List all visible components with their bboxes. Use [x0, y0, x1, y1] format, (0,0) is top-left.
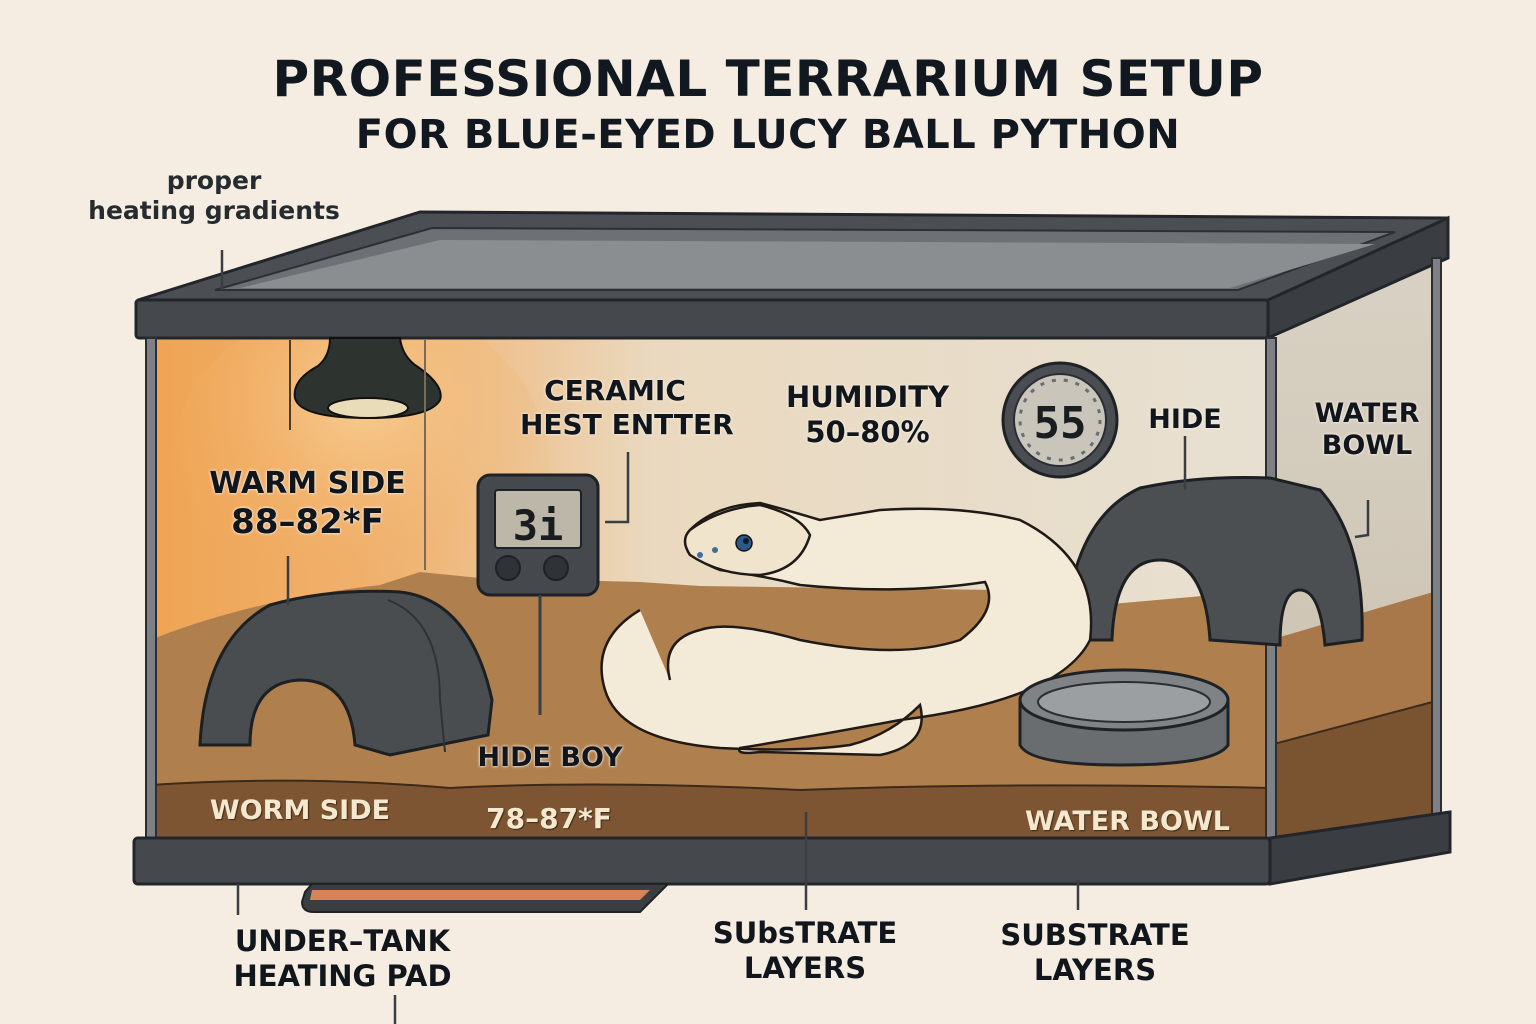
label-water-bowl-bottom: WATER BOWL: [1025, 806, 1230, 837]
heat-lamp-icon: [289, 337, 442, 570]
label-ceramic-heat-emitter: CERAMIC HEST ENTTER: [520, 374, 734, 441]
label-line: HEATING PAD: [233, 958, 452, 993]
tank-lid: [134, 210, 1450, 341]
label-line: 88–82*F: [231, 502, 384, 542]
label-worm-side: WORM SIDE: [209, 795, 391, 826]
label-cool-temp: 78–87*F: [486, 802, 612, 835]
label-under-tank-heating-pad: UNDER–TANK HEATING PAD: [225, 924, 460, 994]
water-bowl-icon: [1018, 668, 1230, 767]
label-substrate-center: SUbsTRATE LAYERS: [710, 916, 900, 986]
label-line: HUMIDITY: [785, 380, 950, 414]
label-warm-side: WARM SIDE 88–82*F: [200, 466, 415, 543]
label-hide-box: HIDE BOY: [477, 742, 623, 773]
label-substrate-right: SUBSTRATE LAYERS: [1000, 918, 1190, 988]
diagram-title: PROFESSIONAL TERRARIUM SETUP: [272, 50, 1264, 108]
label-line: WATER: [1314, 398, 1420, 429]
label-hide: HIDE: [1148, 404, 1222, 435]
label-line: WARM SIDE: [209, 466, 406, 501]
label-heating-gradients: proper heating gradients: [84, 166, 344, 226]
label-line: CERAMIC: [544, 374, 686, 407]
thermometer-readout: 3i: [513, 501, 564, 550]
label-line: SUbsTRATE: [712, 916, 898, 950]
label-line: HEST ENTTER: [520, 407, 734, 441]
label-humidity: HUMIDITY 50–80%: [780, 380, 955, 450]
cave-hide-icon: [1063, 475, 1364, 647]
label-water-bowl-side: WATER BOWL: [1312, 398, 1422, 463]
digital-thermometer-icon: 3i: [476, 473, 600, 715]
hygrometer-readout: 55: [1034, 398, 1087, 449]
label-line: SUBSTRATE: [1000, 918, 1190, 952]
diagram-subtitle: FOR BLUE-EYED LUCY BALL PYTHON: [355, 112, 1181, 158]
label-line: UNDER–TANK: [234, 924, 451, 958]
label-line: proper: [166, 166, 262, 195]
hygrometer-gauge-icon: 55: [1001, 361, 1119, 479]
callout-lines: [220, 250, 1370, 1024]
ball-python-illustration: [600, 501, 1093, 757]
label-line: LAYERS: [743, 950, 867, 985]
cave-hide-icon: [198, 589, 494, 757]
label-line: 50–80%: [805, 414, 930, 449]
label-line: heating gradients: [88, 196, 340, 225]
label-line: LAYERS: [1033, 952, 1157, 987]
label-line: BOWL: [1321, 430, 1413, 462]
heating-pad-icon: [300, 883, 671, 913]
